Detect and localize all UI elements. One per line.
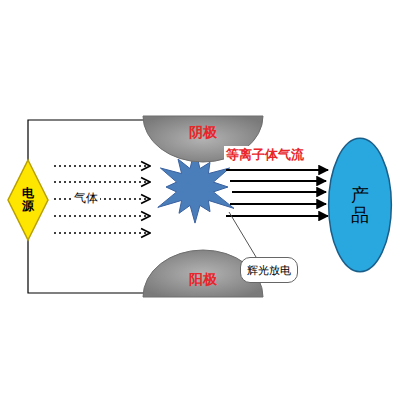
plasma-flow-label: 等离子体气流 [224, 146, 306, 164]
anode-electrode-label: 阳极 [189, 271, 217, 289]
callout-box-label: 辉光放电 [247, 263, 291, 278]
power-diamond-label: 电源 [22, 187, 34, 213]
cathode-electrode-label: 阴极 [189, 124, 217, 142]
callout-leader [229, 212, 256, 257]
gas-flow-arrows [54, 166, 150, 233]
gas-label: 气体 [72, 190, 100, 207]
power-diamond: 电源 [8, 160, 48, 240]
power-wire [28, 240, 153, 293]
callout-box: 辉光放电 [240, 257, 298, 283]
plasma-flow-arrows [226, 170, 328, 216]
power-wire [28, 120, 153, 160]
product-ellipse-label: 产品 [351, 185, 369, 225]
product-ellipse: 产品 [328, 137, 392, 273]
